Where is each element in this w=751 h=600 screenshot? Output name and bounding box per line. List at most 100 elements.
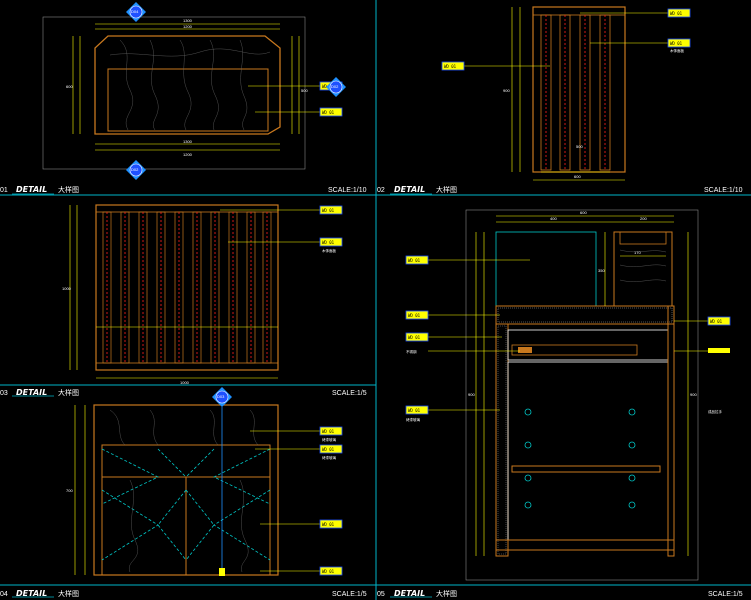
panel-02-drawing: 900 600 500 WD 01 WD 01 木饰面板 WD 01 [441, 6, 691, 181]
p4-tag-2: WD 01 [319, 444, 343, 454]
p3-note-1: 木饰面板 [322, 248, 336, 253]
p4-tag-1: WD 01 [319, 426, 343, 436]
p5-leaders [428, 259, 708, 411]
title-bar-04: 04 DETAIL 大样图 SCALE:1/5 [0, 589, 367, 598]
p1-dim-right: 500 [301, 88, 308, 93]
svg-text:WD 01: WD 01 [670, 41, 683, 46]
p2-dim-height: 900 [503, 88, 510, 93]
p2-tag-3: WD 01 [441, 61, 465, 71]
scale-04: SCALE:1/5 [332, 591, 367, 598]
svg-text:WD 01: WD 01 [322, 240, 335, 245]
svg-text:WD 01: WD 01 [408, 335, 421, 340]
p5-dim-inner2: 350 [598, 268, 605, 273]
title-03: 大样图 [58, 388, 79, 397]
p4-leaders [250, 430, 320, 572]
p2-dim-inner: 500 [576, 144, 583, 149]
title-bar-02: 02 DETAIL 大样图 SCALE:1/10 [377, 185, 743, 195]
p5-shelf [511, 465, 661, 473]
scale-05: SCALE:1/5 [708, 591, 743, 598]
svg-text:WD 01: WD 01 [322, 447, 335, 452]
svg-text:04: 04 [0, 591, 8, 598]
p5-dim-left: 900 [468, 392, 475, 397]
p5-dim-top: 600 [580, 210, 587, 215]
detail-label-03: DETAIL [16, 388, 47, 397]
detail-label-01: DETAIL [16, 185, 47, 194]
svg-text:05: 05 [377, 591, 385, 598]
title-02: 大样图 [436, 185, 457, 194]
p2-dim-bottom: 600 [574, 174, 581, 179]
p4-note-1: 烤漆玻璃 [322, 437, 336, 442]
svg-text:WD 01: WD 01 [322, 208, 335, 213]
p3-tag-1: WD 01 [319, 205, 343, 215]
panel-03-drawing: 1000 1000 WD 01 WD 01 木饰面板 [62, 204, 343, 385]
p4-dim-left: 700 [66, 488, 73, 493]
p1-dimension-lines [72, 23, 300, 151]
scale-01: SCALE:1/10 [328, 187, 367, 194]
p5-countertop [495, 305, 675, 325]
svg-text:01: 01 [0, 187, 8, 194]
svg-text:WD 01: WD 01 [322, 522, 335, 527]
p1-table-outline [94, 35, 281, 135]
p5-note-3: 成品拉手 [708, 409, 722, 414]
p1-dim-bottom: 1300 [183, 139, 193, 144]
scale-03: SCALE:1/5 [332, 390, 367, 397]
title-bar-01: 01 DETAIL 大样图 SCALE:1/10 [0, 185, 367, 195]
svg-text:WD 01: WD 01 [322, 429, 335, 434]
title-bar-05: 05 DETAIL 大样图 SCALE:1/5 [377, 589, 743, 598]
svg-text:WD 01: WD 01 [408, 408, 421, 413]
p5-dim-right: 900 [690, 392, 697, 397]
svg-text:02: 02 [377, 187, 385, 194]
p5-tag-3: WD 01 [405, 332, 429, 342]
detail-label-05: DETAIL [394, 589, 425, 598]
p5-dim-top-a: 400 [550, 216, 557, 221]
section-bubble-top: D04 [126, 2, 146, 22]
p1-wood-grain [109, 39, 271, 131]
section-bubble-bottom: D02 [126, 160, 146, 180]
p5-tag-2: WD 01 [405, 310, 429, 320]
detail-label-02: DETAIL [394, 185, 425, 194]
p1-dim-bottom2: 1200 [183, 152, 193, 157]
p1-leaders [248, 85, 320, 113]
section-bubble-p4: D03 [212, 387, 232, 576]
svg-text:WD 01: WD 01 [710, 319, 723, 324]
svg-text:WD 01: WD 01 [322, 569, 335, 574]
p5-note-1: 不锈钢 [406, 349, 417, 354]
svg-text:WD 01: WD 01 [408, 258, 421, 263]
p5-dim-inner: 170 [634, 250, 641, 255]
title-04: 大样图 [58, 589, 79, 598]
svg-text:D02: D02 [131, 167, 139, 172]
p5-note-2: 烤漆玻璃 [406, 417, 420, 422]
title-05: 大样图 [436, 589, 457, 598]
p3-tag-2: WD 01 [319, 237, 343, 247]
p2-leaders [464, 12, 668, 67]
p5-wood-grain [619, 249, 667, 282]
p2-dimension-lines [511, 7, 625, 181]
p1-tag-2: WD 01 [319, 107, 343, 117]
svg-text:D03: D03 [217, 394, 225, 399]
p3-slats [102, 211, 272, 364]
svg-text:WD 01: WD 01 [444, 64, 457, 69]
svg-text:03: 03 [0, 390, 8, 397]
p5-dim-top-b: 200 [640, 216, 647, 221]
p4-note-2: 烤漆玻璃 [322, 455, 336, 460]
title-bar-03: 03 DETAIL 大样图 SCALE:1/5 [0, 388, 367, 397]
p3-leaders [220, 209, 320, 243]
p1-dim-top2: 1200 [183, 24, 193, 29]
p4-door-swing-lines [101, 448, 271, 561]
p5-shelf-pins [524, 408, 636, 509]
svg-text:WD 01: WD 01 [670, 11, 683, 16]
p4-wood-grain [109, 409, 259, 573]
panel-01-drawing: 1300 1200 1300 1200 600 500 WD 01 WD 01 … [42, 2, 346, 180]
p2-slats [540, 14, 611, 171]
panel-01-boundary [42, 16, 306, 170]
p5-tag-6-bar [708, 348, 730, 353]
p1-dim-top: 1300 [183, 18, 193, 23]
p4-tag-4: WD 01 [319, 566, 343, 576]
p5-dimension-lines [475, 215, 689, 556]
panel-05-boundary [465, 209, 699, 581]
p5-tag-1: WD 01 [405, 255, 429, 265]
p1-inner-panel [107, 68, 269, 132]
svg-text:D02: D02 [331, 84, 339, 89]
